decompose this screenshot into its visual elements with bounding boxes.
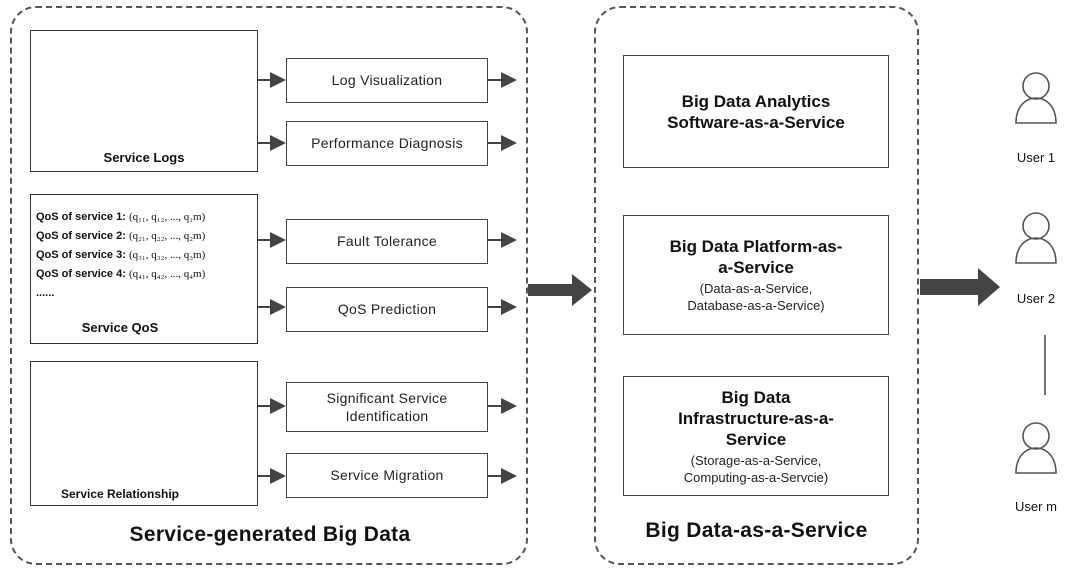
service-relationship-box: [30, 361, 258, 506]
service-generated-big-data-panel: [10, 6, 528, 565]
user-icon: [1015, 72, 1057, 124]
panel-arrow-left: [528, 274, 592, 306]
significant-service-identification-box: Significant Service Identification: [286, 382, 488, 432]
service-qos-caption: Service QoS: [81, 320, 159, 335]
service-logs-box: [30, 30, 258, 172]
iaas-title-line2: Infrastructure-as-a-: [678, 408, 834, 428]
iaas-title-line1: Big Data: [721, 387, 791, 407]
qos-lines: QoS of service 1: (q₁₁, q₁₂, ..., q₁m) Q…: [36, 208, 205, 303]
left-panel-title: Service-generated Big Data: [129, 523, 411, 546]
saas-box: Big Data Analytics Software-as-a-Service: [623, 55, 889, 168]
paas-title-line1: Big Data Platform-as-: [669, 237, 843, 256]
qos-ellipsis: ......: [36, 287, 55, 299]
iaas-box: Big Data Infrastructure-as-a- Service (S…: [623, 376, 889, 496]
qos-line: QoS of service 4: (q₄₁, q₄₂, ..., q₄m): [36, 268, 206, 280]
saas-title-line1: Big Data Analytics: [681, 91, 831, 111]
qos-line: QoS of service 2: (q₂₁, q₂₂, ..., q₂m): [36, 230, 206, 242]
user-2-label: User 2: [1016, 291, 1056, 306]
service-qos-box: [30, 194, 258, 344]
iaas-title-line3: Service: [725, 429, 787, 449]
user-1-label: User 1: [1016, 150, 1056, 165]
performance-diagnosis-box: Performance Diagnosis: [286, 121, 488, 166]
paas-title-line2: a-Service: [718, 258, 794, 277]
user-m-label: User m: [1015, 499, 1057, 514]
qos-line: QoS of service 3: (q₃₁, q₃₂, ..., q₃m): [36, 249, 206, 261]
paas-sub-line1: (Data-as-a-Service,: [699, 281, 813, 296]
middle-panel-title: Big Data-as-a-Service: [645, 519, 868, 542]
qos-prediction-box: QoS Prediction: [286, 287, 488, 332]
log-visualization-box: Log Visualization: [286, 58, 488, 103]
qos-line: QoS of service 1: (q₁₁, q₁₂, ..., q₁m): [36, 211, 206, 223]
fault-tolerance-box: Fault Tolerance: [286, 219, 488, 264]
service-logs-caption: Service Logs: [103, 150, 185, 165]
service-relationship-caption: Service Relationship: [60, 487, 180, 501]
output-arrows: [488, 72, 517, 484]
significant-service-line2: Identification: [345, 408, 429, 424]
paas-box: Big Data Platform-as- a-Service (Data-as…: [623, 215, 889, 335]
user-icon: [1015, 212, 1057, 264]
service-migration-box: Service Migration: [286, 453, 488, 498]
iaas-sub-line1: (Storage-as-a-Service,: [690, 452, 822, 468]
panel-arrow-right: [920, 268, 1000, 306]
big-data-as-a-service-panel: [594, 6, 919, 565]
iaas-sub-line2: Computing-as-a-Servcie): [683, 469, 829, 485]
saas-title-line2: Software-as-a-Service: [667, 112, 845, 132]
input-arrows: [258, 72, 286, 484]
paas-sub-line2: Database-as-a-Service): [687, 298, 825, 313]
significant-service-line1: Significant Service: [326, 389, 448, 406]
user-icon: [1015, 422, 1057, 474]
